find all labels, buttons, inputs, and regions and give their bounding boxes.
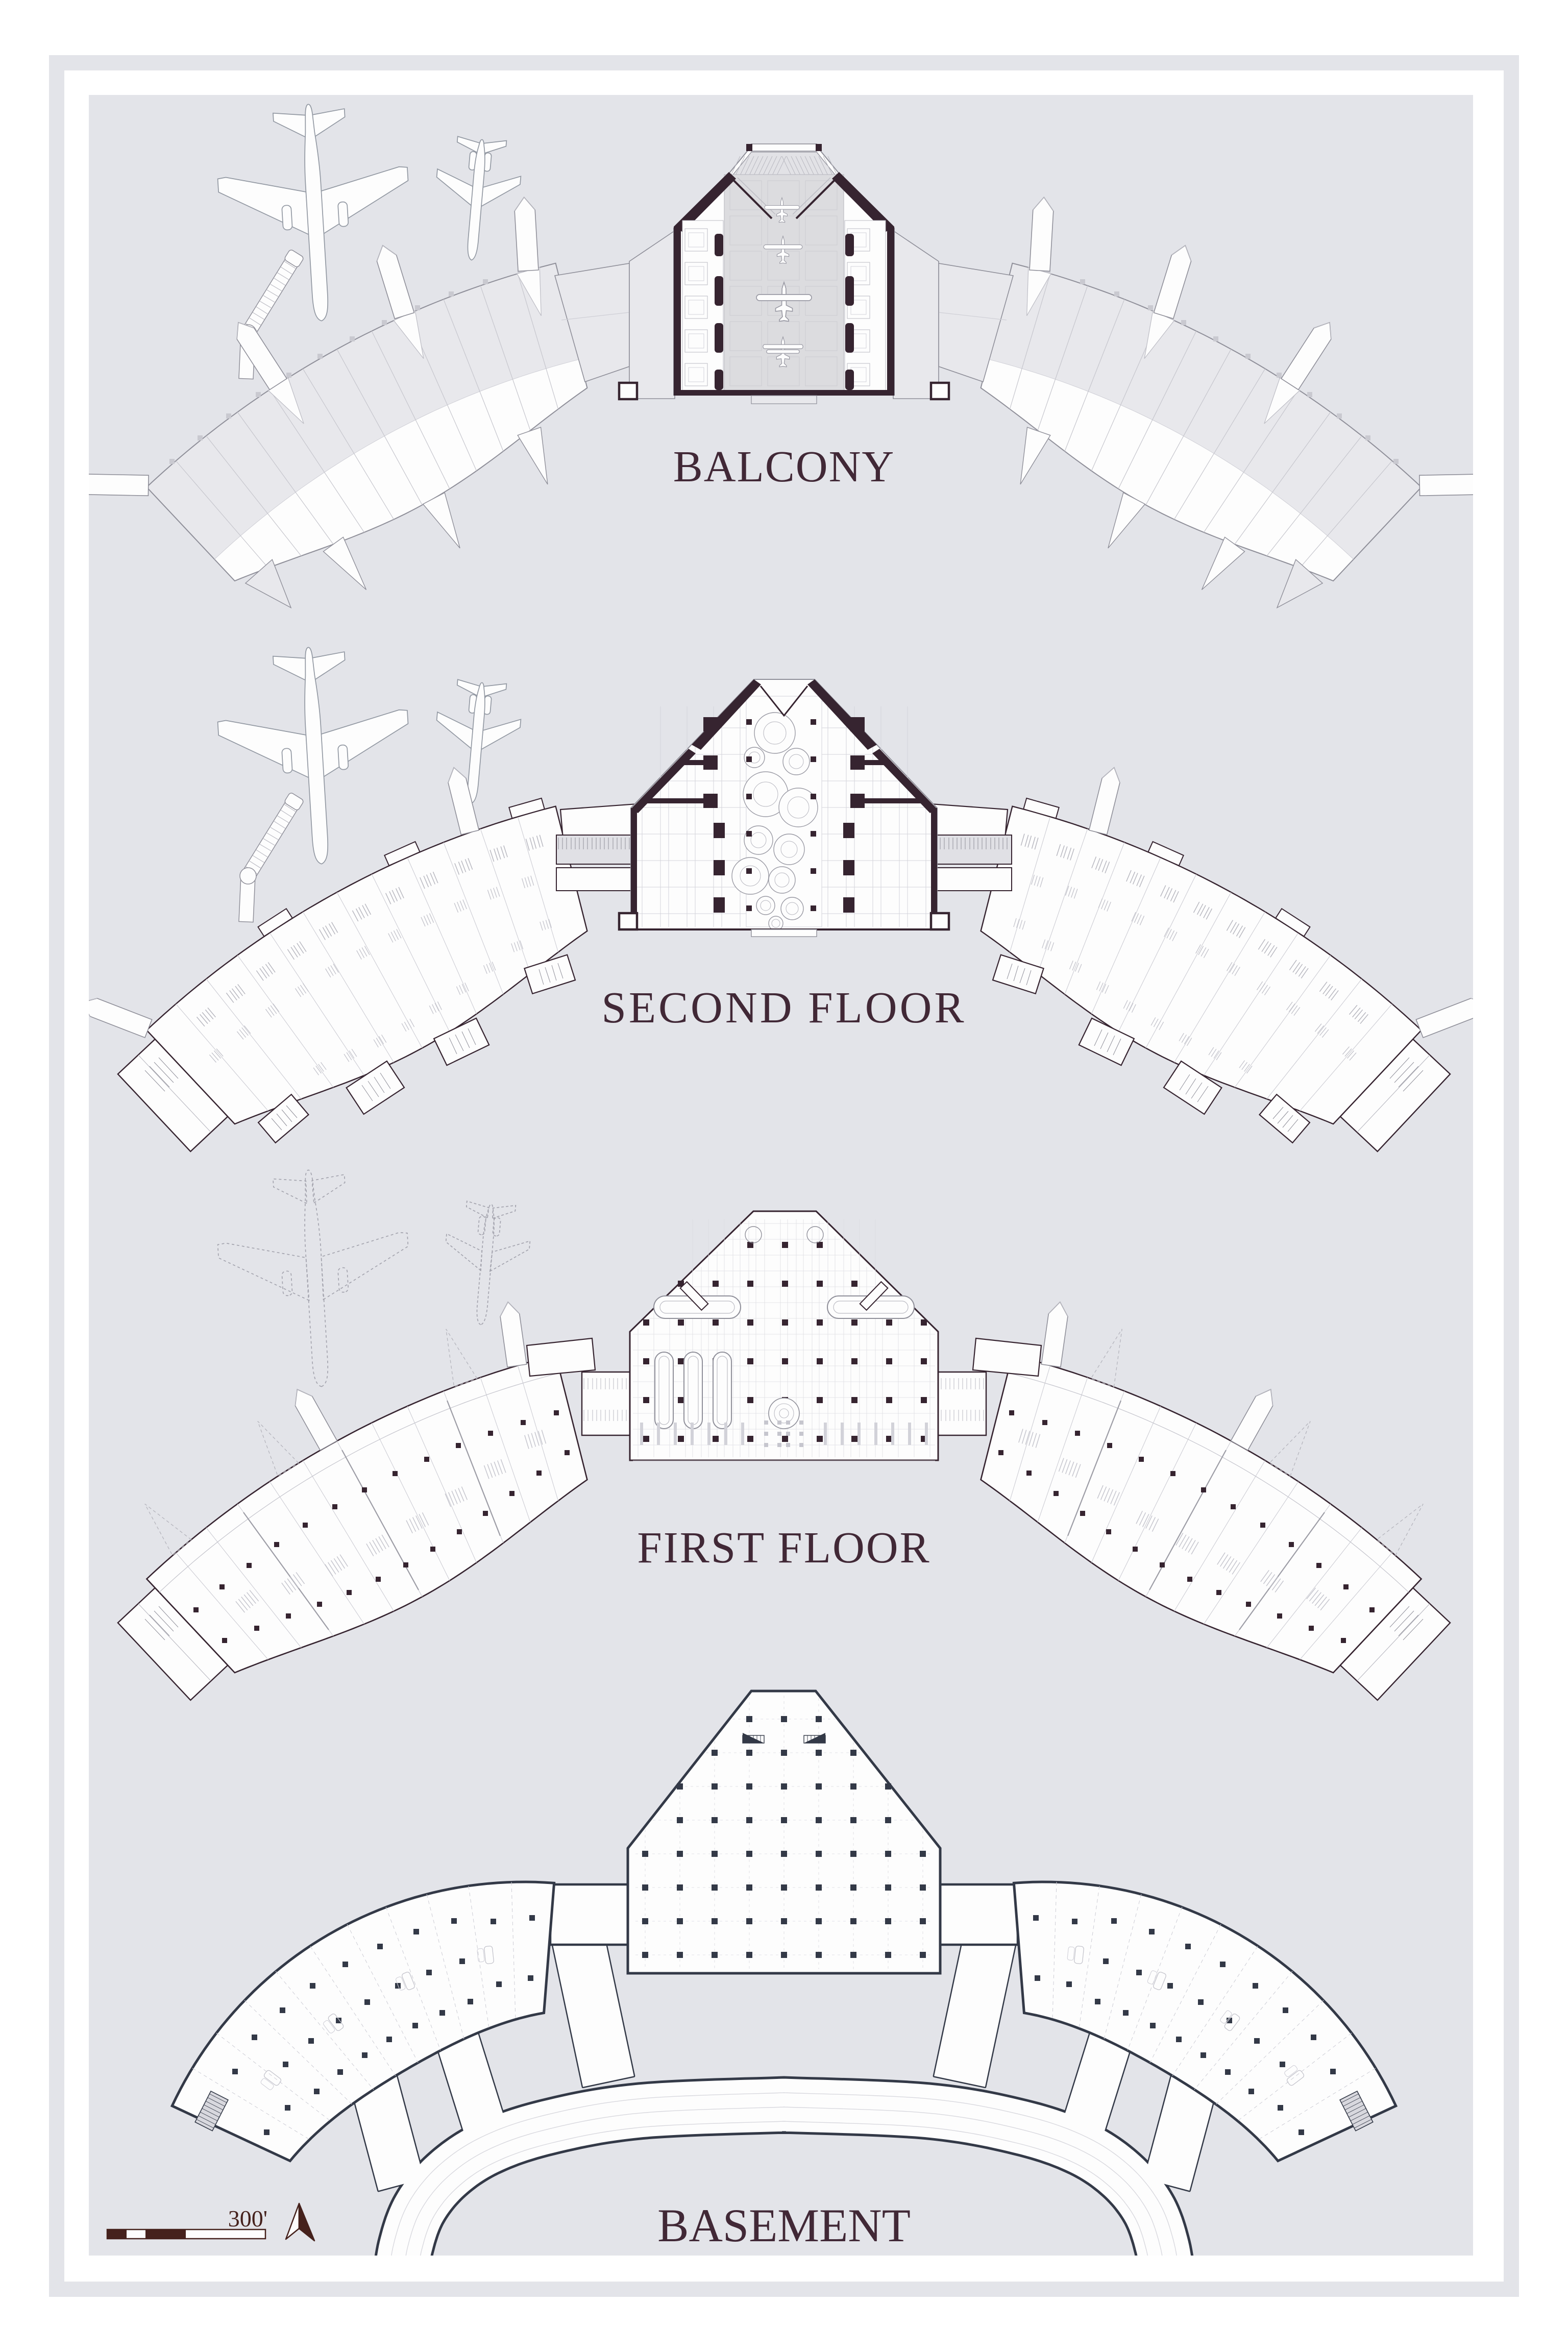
- svg-text:300': 300': [228, 2206, 267, 2232]
- svg-text:BALCONY: BALCONY: [673, 442, 895, 491]
- svg-text:FIRST FLOOR: FIRST FLOOR: [637, 1523, 930, 1572]
- svg-text:SECOND FLOOR: SECOND FLOOR: [601, 983, 966, 1032]
- svg-text:BASEMENT: BASEMENT: [657, 2199, 911, 2251]
